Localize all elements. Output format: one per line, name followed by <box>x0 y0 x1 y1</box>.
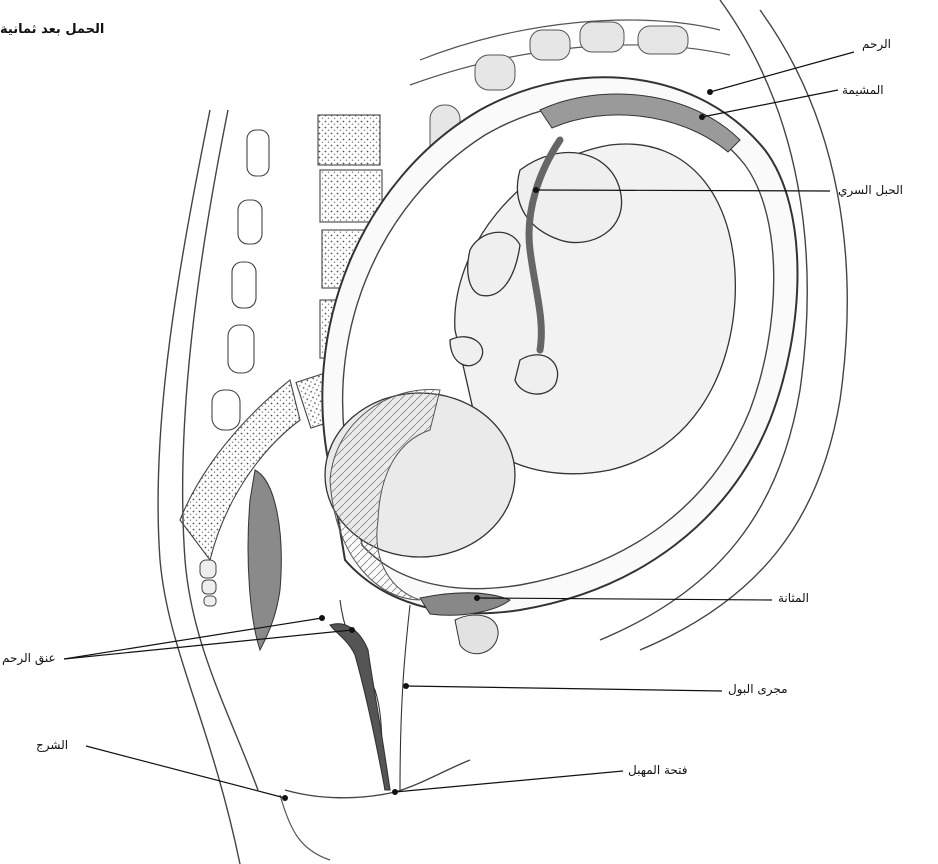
leader-urethra <box>406 686 722 691</box>
spinal-processes <box>212 130 269 430</box>
label-perineum: الشرج <box>36 739 68 751</box>
label-urethra: مجرى البول <box>728 683 788 695</box>
leader-placenta <box>702 90 838 117</box>
label-placenta: المشيمة <box>842 84 884 96</box>
perineum-body <box>280 795 330 860</box>
coccyx <box>200 560 216 606</box>
label-bladder: المثانة <box>778 592 809 604</box>
leader-vaginal-opening <box>395 771 623 792</box>
pubic-bone <box>455 615 498 654</box>
birth-canal <box>330 600 410 790</box>
label-uterus: الرحم <box>862 38 891 50</box>
leader-cervix-2 <box>64 630 352 659</box>
label-umbilical-cord: الحبل السري <box>838 184 903 196</box>
rectum <box>248 470 281 650</box>
label-vaginal-opening: فتحة المهبل <box>628 764 688 776</box>
leader-perineum <box>86 746 285 798</box>
leader-uterus <box>710 52 854 92</box>
label-cervix: عنق الرحم <box>2 652 56 664</box>
leader-cervix-1 <box>64 618 322 659</box>
pelvic-floor <box>285 760 470 798</box>
